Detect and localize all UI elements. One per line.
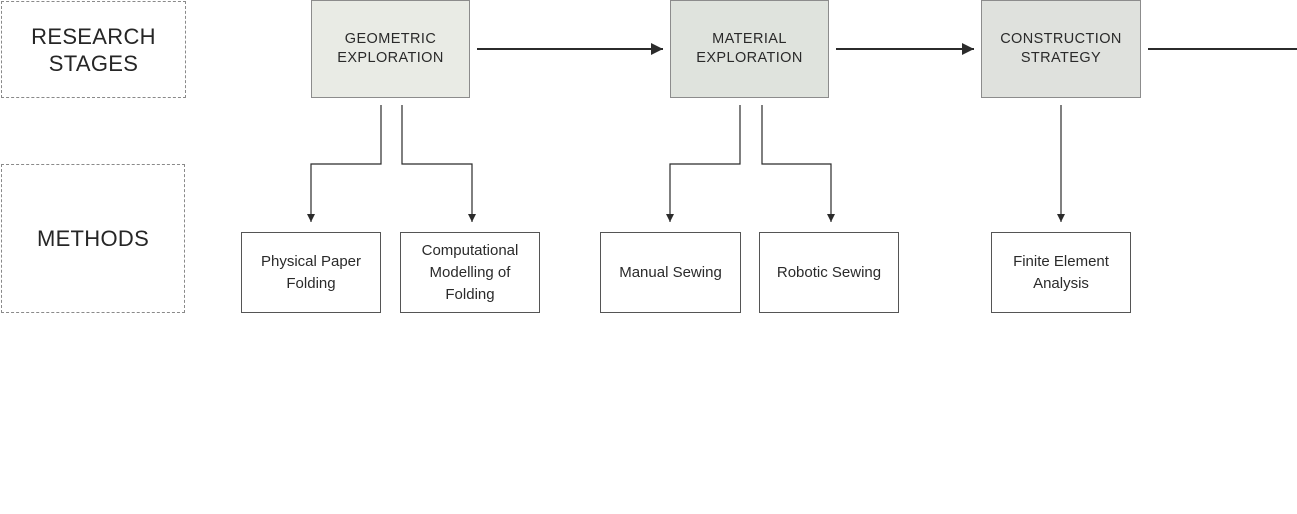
method-manual-sewing-label: Manual Sewing (619, 263, 722, 281)
stage-material-exploration-label: MATERIAL EXPLORATION (696, 31, 803, 66)
stage-construction-strategy-label: CONSTRUCTION STRATEGY (1000, 31, 1122, 66)
method-physical-paper-folding: Physical Paper Folding (241, 232, 381, 313)
stage-material-exploration: MATERIAL EXPLORATION (670, 0, 829, 98)
connector-material-to-robotic-sewing (761, 105, 835, 222)
method-robotic-sewing: Robotic Sewing (759, 232, 899, 313)
method-manual-sewing: Manual Sewing (600, 232, 741, 313)
stage-geometric-exploration: GEOMETRIC EXPLORATION (311, 0, 470, 98)
method-physical-paper-folding-label: Physical Paper Folding (260, 252, 362, 292)
methods-label-text: METHODS (36, 226, 150, 251)
stage-construction-strategy: CONSTRUCTION STRATEGY (981, 0, 1141, 98)
research-stages-label: RESEARCH STAGES (1, 1, 186, 98)
method-computational-modelling-label: Computational Modelling of Folding (421, 241, 519, 303)
connector-geometric-to-paper-folding (307, 105, 382, 222)
method-robotic-sewing-label: Robotic Sewing (776, 263, 882, 281)
research-stages-label-text: RESEARCH STAGES (31, 23, 156, 76)
methods-label: METHODS (1, 164, 185, 313)
connector-geometric-to-computational (401, 105, 476, 222)
method-finite-element-analysis-label: Finite Element Analysis (1013, 252, 1109, 292)
stage-geometric-exploration-label: GEOMETRIC EXPLORATION (337, 31, 444, 66)
method-finite-element-analysis: Finite Element Analysis (991, 232, 1131, 313)
method-computational-modelling: Computational Modelling of Folding (400, 232, 540, 313)
connector-material-to-manual-sewing (666, 105, 741, 222)
